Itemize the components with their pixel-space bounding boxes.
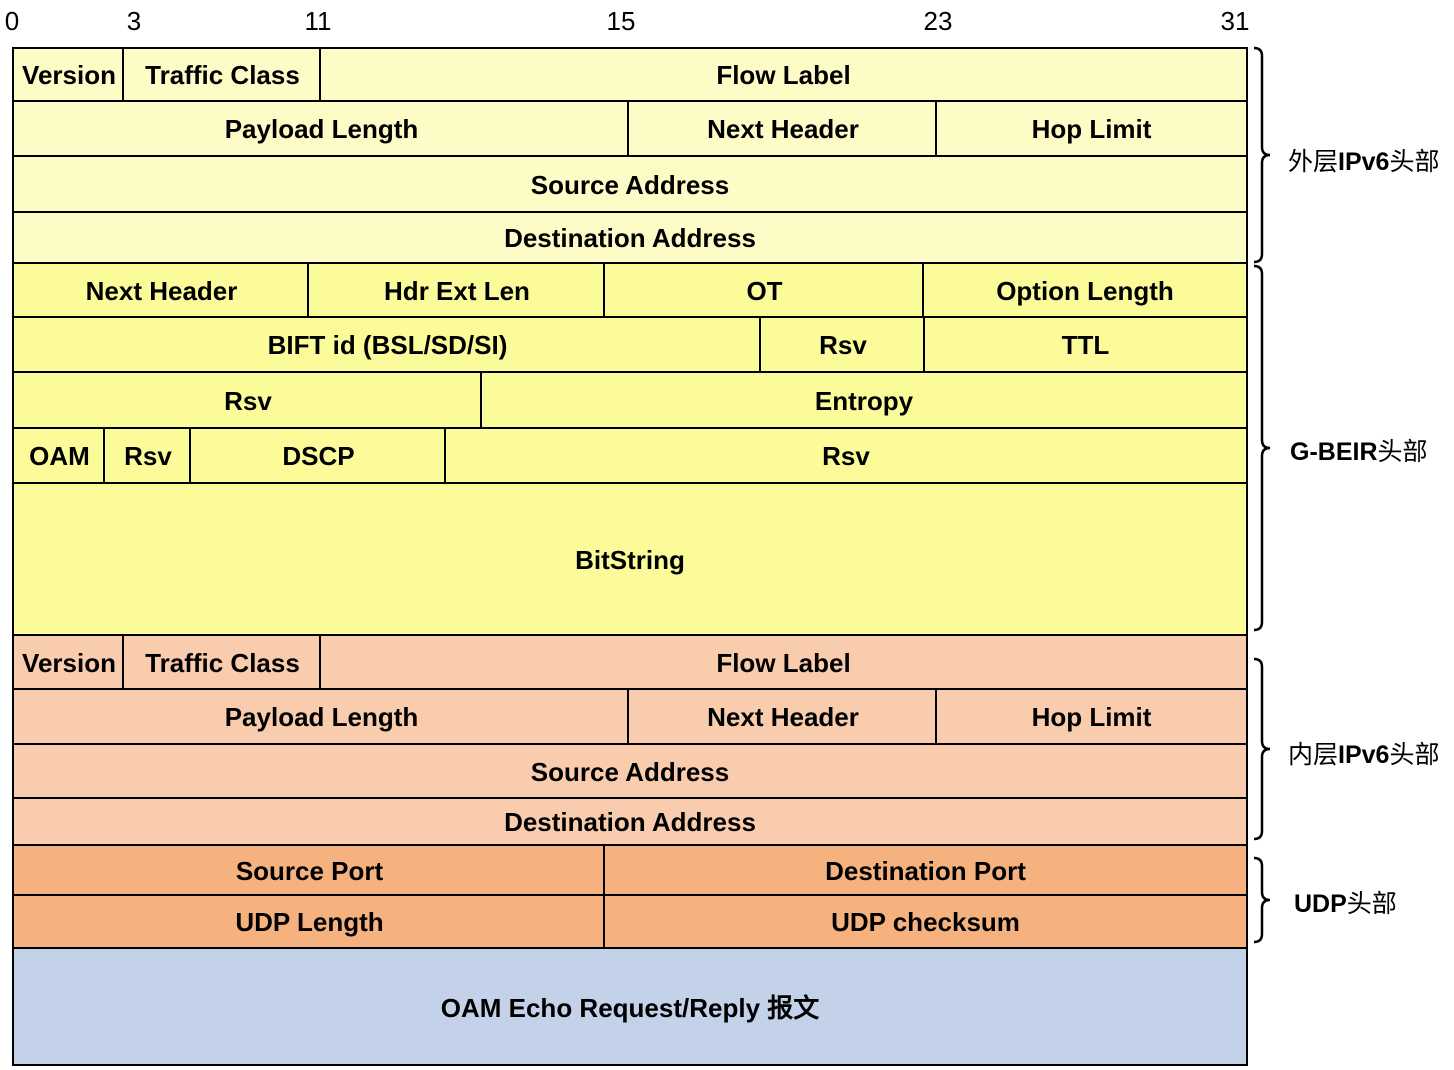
group-label-bold: IPv6 [1338,148,1390,176]
field-source-address: Source Address [12,743,1248,801]
bit-tick: 0 [4,6,20,36]
field-hop-limit: Hop Limit [935,688,1248,747]
group-label-bold: UDP [1294,890,1347,918]
field-next-header: Next Header [12,262,311,320]
field-version: Version [12,47,126,104]
group-label-outer-ipv6: 外层IPv6头部 [1288,142,1439,178]
field-payload-length: Payload Length [12,688,631,747]
field-rsv: Rsv [759,316,927,375]
field-version: Version [12,634,126,692]
field-next-header: Next Header [627,100,939,159]
bit-tick: 15 [606,6,636,36]
field-bitstring: BitString [12,482,1248,638]
field-entropy: Entropy [480,371,1248,431]
group-label-udp: UDP头部 [1294,884,1397,920]
group-label-bold: G-BEIR [1290,438,1378,466]
group-label-prefix: 外层 [1288,148,1339,176]
field-udp-checksum: UDP checksum [603,894,1248,951]
field-dscp: DSCP [189,427,448,486]
bit-tick: 23 [923,6,953,36]
field-option-length: Option Length [922,262,1248,320]
group-label-bold: IPv6 [1338,741,1390,769]
group-label-prefix: 内层 [1288,741,1339,769]
brace-udp [1253,856,1271,944]
field-oam: OAM [12,427,107,486]
field-bift-id: BIFT id (BSL/SD/SI) [12,316,763,375]
field-udp-length: UDP Length [12,894,607,951]
field-traffic-class: Traffic Class [122,634,323,692]
bit-tick: 11 [304,6,332,36]
field-oam-echo-payload: OAM Echo Request/Reply 报文 [12,947,1248,1066]
field-ttl: TTL [923,316,1248,375]
field-destination-address: Destination Address [12,211,1248,265]
bit-tick: 31 [1220,6,1250,36]
group-label-suffix: 头部 [1389,741,1440,769]
field-payload-length: Payload Length [12,100,631,159]
field-flow-label: Flow Label [319,47,1248,104]
field-rsv: Rsv [103,427,193,486]
field-destination-address: Destination Address [12,797,1248,848]
field-hdr-ext-len: Hdr Ext Len [307,262,607,320]
field-destination-port: Destination Port [603,844,1248,898]
field-hop-limit: Hop Limit [935,100,1248,159]
brace-inner-ipv6 [1253,657,1271,841]
group-label-suffix: 头部 [1346,890,1397,918]
field-ot: OT [603,262,926,320]
field-traffic-class: Traffic Class [122,47,323,104]
field-rsv: Rsv [444,427,1248,486]
group-label-g-beir: G-BEIR头部 [1290,432,1428,468]
bit-tick: 3 [126,6,142,36]
field-flow-label: Flow Label [319,634,1248,692]
field-next-header: Next Header [627,688,939,747]
field-source-port: Source Port [12,844,607,898]
group-label-inner-ipv6: 内层IPv6头部 [1288,735,1439,771]
group-label-suffix: 头部 [1377,438,1428,466]
field-source-address: Source Address [12,155,1248,215]
field-rsv: Rsv [12,371,484,431]
group-label-suffix: 头部 [1389,148,1440,176]
brace-g-beir [1253,264,1271,632]
brace-outer-ipv6 [1253,46,1271,264]
